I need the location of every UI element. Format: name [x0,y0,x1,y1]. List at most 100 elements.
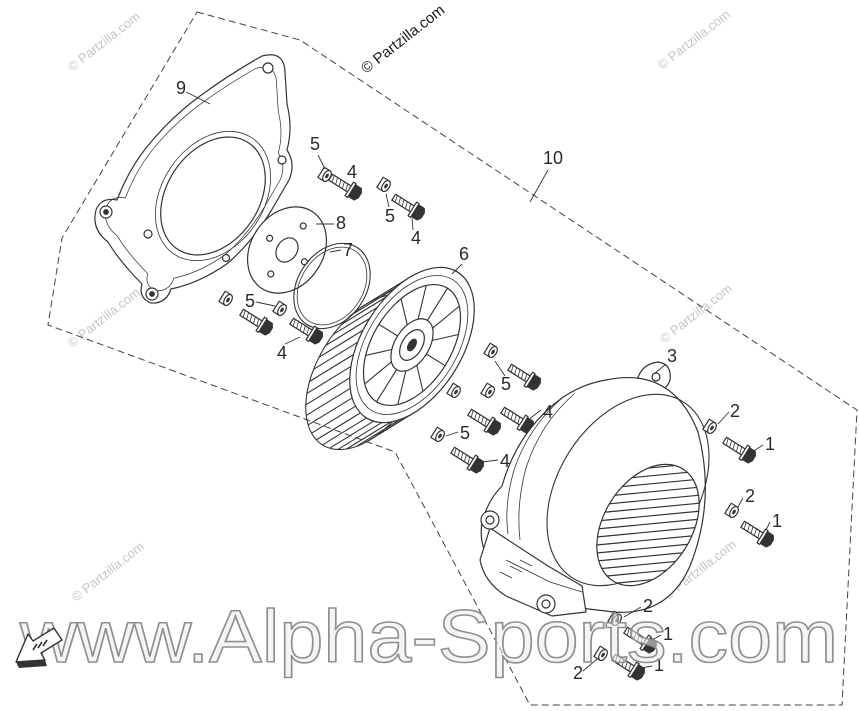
fan-fin [329,420,374,449]
cover-rim-edge [506,397,563,535]
leader-5 [317,154,326,170]
leader-2 [717,411,730,425]
fan-spoke [417,285,427,320]
fan-fin [318,329,364,358]
fan-spoke [365,348,392,357]
shroud-center-hole [160,136,266,256]
fan-shroud-plate [94,54,293,304]
callout-5: 5 [501,374,511,394]
callout-labels: 10 9 8 7 6 3 5 4 5 4 5 4 5 4 5 4 2 1 2 1… [176,78,782,683]
callout-4: 4 [347,162,357,182]
fan-fin [313,341,358,370]
fan-fin [337,422,383,451]
leader-1 [651,634,662,641]
fan-spoke [432,305,460,329]
callout-5: 5 [310,134,320,154]
fan-spoke [378,323,398,337]
cover-mount-hole [485,515,495,525]
fan-spoke [416,364,424,392]
callout-5: 5 [245,291,255,311]
cover-mount-hole [651,372,661,382]
watermark-alpha-sports: www.Alpha-Sports.com [19,595,838,678]
shroud-boss [277,155,287,165]
fan-spoke [400,298,408,326]
fan-spokes [364,285,460,405]
o-ring [293,242,371,330]
fan-plate [246,206,328,294]
leader-9 [185,91,211,105]
callout-3: 3 [667,346,677,366]
leader-5 [494,360,506,377]
callout-5: 5 [385,206,395,226]
leader-2 [623,606,642,618]
leader-5 [255,301,276,307]
callout-1: 1 [663,624,673,644]
callout-1: 1 [772,511,782,531]
fan-fin [307,397,353,426]
leader-7 [329,249,342,253]
leader-5 [385,193,390,208]
leader-4 [527,409,542,421]
fan-fin [305,387,351,416]
front-arrow-icon [15,627,63,668]
fan-fin [309,354,354,382]
callout-5: 5 [460,423,470,443]
grille-slat [585,525,713,539]
leader-2 [582,658,598,672]
callout-4: 4 [543,402,553,422]
callout-10: 10 [543,148,563,168]
leader-4 [411,217,414,231]
fan-fin [355,419,401,448]
grille-slat [585,533,713,547]
shroud-hole-ring [154,130,272,262]
callout-4: 4 [277,343,287,363]
shroud-mount-hole [262,62,274,74]
callout-8: 8 [336,213,346,233]
leader-4 [481,459,499,463]
fan-spoke [426,287,448,321]
shroud-inner-rim [105,66,284,292]
fan-fin [305,377,351,406]
fan-fin [306,365,352,394]
cooling-fan [305,266,475,451]
leader-10 [529,169,549,203]
fan-spoke [364,361,392,385]
leader-5 [445,431,459,437]
callout-1: 1 [765,434,775,454]
leader-1 [640,665,653,669]
fan-spoke [426,353,446,367]
leader-1 [751,444,764,453]
callout-7: 7 [343,240,353,260]
shroud-boss [143,229,153,239]
leader-1 [765,521,771,531]
callout-9: 9 [176,78,186,98]
callout-6: 6 [459,244,469,264]
leader-lines [185,91,771,672]
fan-fin [316,412,361,441]
callout-2: 2 [745,486,755,506]
fan-spoke [432,333,459,342]
fan-fin [346,421,391,450]
callout-2: 2 [643,596,653,616]
fan-spoke [397,370,407,405]
fan-front-face [349,266,475,424]
grille-slat [585,501,713,515]
fan-fin [325,318,370,346]
callout-4: 4 [500,451,510,471]
fan-spoke [376,369,398,403]
callout-2: 2 [573,663,583,683]
fan-fin [332,306,378,335]
fan-fin [341,296,387,325]
fan-cover [479,361,713,617]
shroud-boss [221,253,231,263]
grille-slat [585,517,713,531]
leader-2 [737,497,744,508]
fan-fin [322,417,367,446]
cover-duct [479,527,587,617]
callout-4: 4 [411,228,421,248]
cover-mount-hole [541,599,551,609]
grille-slat [585,509,713,523]
callout-2: 2 [730,401,740,421]
callout-1: 1 [654,655,664,675]
